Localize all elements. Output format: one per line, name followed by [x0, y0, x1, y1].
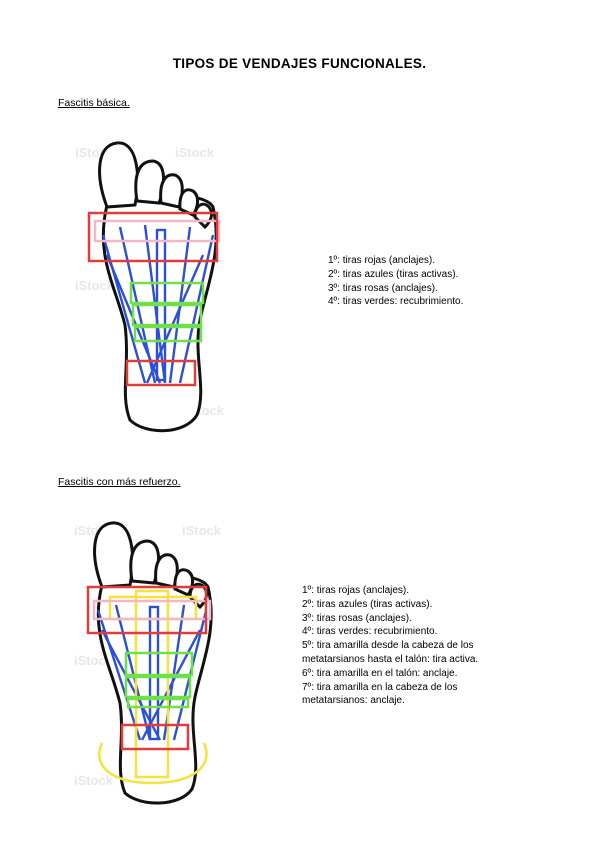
foot-outline — [98, 141, 218, 433]
legend-step: 2º: tiras azules (tiras activas). — [302, 598, 433, 610]
pink-anchor-strip — [93, 219, 221, 243]
legend-step: metatarsianos hasta el talón: tira activ… — [302, 653, 479, 665]
legend-step: 2º: tiras azules (tiras activas). — [328, 268, 459, 280]
section-heading-reinforced: Fascitis con más refuerzo. — [58, 476, 181, 488]
legend-basic: 1º: tiras rojas (anclajes). 2º: tiras az… — [328, 254, 463, 309]
watermark-text: iStock — [74, 653, 114, 668]
legend-step: 4º: tiras verdes: recubrimiento. — [328, 296, 464, 308]
legend-reinforced: 1º: tiras rojas (anclajes). 2º: tiras az… — [302, 584, 478, 708]
foot-outline — [93, 521, 213, 805]
page-title: TIPOS DE VENDAJES FUNCIONALES. — [172, 56, 427, 71]
legend-step: 1º: tiras rojas (anclajes). — [302, 585, 410, 596]
legend-step: metatarsianos: anclaje. — [302, 695, 405, 707]
foot-taping-diagram-reinforced: iStock iStock iStock iStock — [74, 521, 222, 805]
foot-taping-diagram-basic: iStock iStock iStock iStock — [75, 141, 225, 433]
watermark-text: iStock — [75, 278, 115, 293]
legend-step: 3º: tiras rosas (anclajes). — [328, 282, 438, 294]
legend-step: 3º: tiras rosas (anclajes). — [302, 612, 412, 624]
legend-step: 7º: tira amarilla en la cabeza de los — [302, 681, 458, 693]
watermark-text: iStock — [182, 523, 222, 538]
red-anchor-strips — [87, 211, 219, 387]
green-covering-strips — [124, 651, 194, 709]
pink-anchor-strip — [92, 599, 212, 621]
legend-step: 6º: tira amarilla en el talón: anclaje. — [302, 667, 458, 679]
watermark-text: iStock — [175, 145, 215, 160]
watermark-text: iStock — [74, 773, 114, 788]
legend-step: 4º: tiras verdes: recubrimiento. — [302, 626, 438, 638]
red-anchor-strips — [86, 585, 208, 751]
legend-step: 5º: tira amarilla desde la cabeza de los — [302, 640, 474, 652]
legend-step: 1º: tiras rojas (anclajes). — [328, 255, 436, 266]
green-covering-strips — [129, 281, 205, 343]
section-heading-basic: Fascitis básica. — [58, 97, 130, 109]
